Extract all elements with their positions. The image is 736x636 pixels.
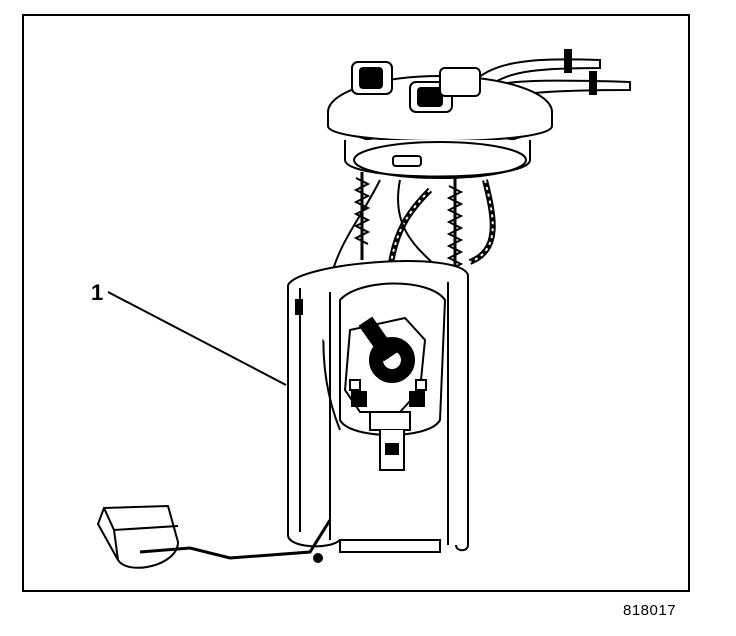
callout-1-leader <box>108 292 286 385</box>
fuel-pump-cradle <box>340 284 445 471</box>
figure-frame <box>22 14 690 592</box>
wiring-harness <box>323 180 492 430</box>
float-arm <box>140 520 330 562</box>
electrical-connectors <box>352 62 480 112</box>
module-cover-flange <box>328 76 552 178</box>
callout-label-1: 1 <box>91 280 104 305</box>
figure-number: 818017 <box>623 602 677 619</box>
fuel-level-float <box>98 506 178 568</box>
